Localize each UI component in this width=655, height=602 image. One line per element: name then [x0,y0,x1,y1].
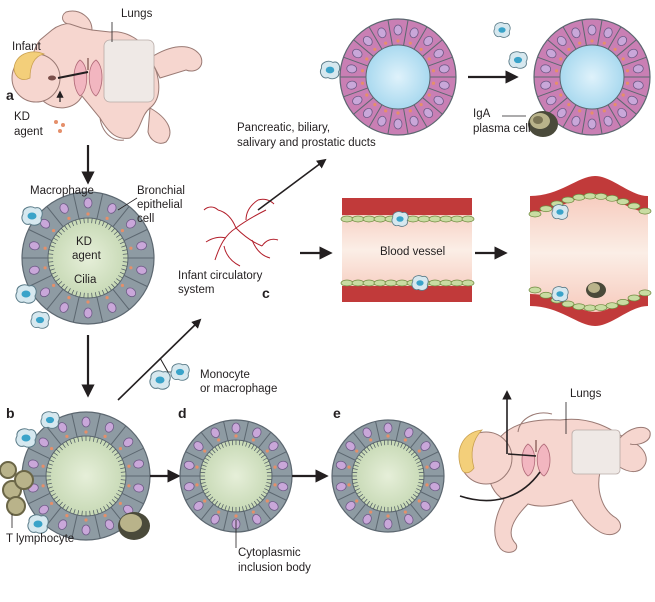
panel-b-label: b [6,405,15,421]
macrophage-cell [30,311,50,329]
macrophage-cell [411,275,429,291]
bronchiole-b-cross-section [15,411,151,541]
circ-label-line2: system [178,284,214,296]
bronchial-label-line1: Bronchial [137,185,185,197]
macrophage-cell [21,206,43,226]
bronchial-label-line3: cell [137,213,154,225]
macrophage-cell [493,22,511,38]
bronchiole-e-cross-section [331,419,445,533]
lungs-top-label: Lungs [121,8,153,20]
ducts-label-line2: salivary and prostatic ducts [237,137,376,149]
t-lymphocyte-cluster [0,461,34,516]
bronchiole-cross-section [15,191,155,329]
center-kd-label-line2: agent [72,250,102,262]
infant-bottom [458,390,651,553]
duct-cross-section-1 [320,18,457,136]
circulatory-tree-icon [203,198,279,267]
macrophage-cell [391,211,409,227]
blood-vessel-1 [340,198,475,302]
macrophage-cell [170,363,190,381]
kd-agent-label-line2: agent [14,126,44,138]
blood-vessel-label: Blood vessel [380,246,445,258]
infant-label: Infant [12,41,42,53]
panel-c-label: c [262,285,270,301]
macrophage-label: Macrophage [30,185,94,197]
macrophage-cell [551,286,569,302]
macrophage-cell [15,284,37,304]
bronchial-leader [117,197,138,211]
panel-d-label: d [178,405,187,421]
macrophage-cell [27,514,49,534]
macrophage-cell [320,60,341,80]
ducts-label-line1: Pancreatic, biliary, [237,122,330,134]
lungs-bottom-label: Lungs [570,388,602,400]
macrophage-cell [15,428,37,448]
center-kd-label-line1: KD [76,236,92,248]
iga-label-line2: plasma cell [473,123,531,135]
arrow-to-ducts [257,158,327,211]
t-lymphocyte-label: T lymphocyte [6,533,74,545]
panel-a-label: a [6,87,14,103]
duct-cross-section-2 [493,18,651,136]
monocyte-label-line1: Monocyte [200,369,250,381]
monocyte-label-line2: or macrophage [200,383,277,395]
kd-agent-label-line1: KD [14,111,30,123]
monocyte-leader [159,357,169,373]
blood-vessel-2-aneurysm [528,176,652,326]
macrophage-cell [40,411,60,429]
cilia-label: Cilia [74,274,97,286]
plasma-cell-b [118,512,150,540]
bronchial-label-line2: epithelial [137,199,182,211]
infant-top [11,10,203,144]
panel-e-label: e [333,405,341,421]
cib-label-line2: inclusion body [238,562,311,574]
macrophage-cell [508,51,528,69]
circ-label-line1: Infant circulatory [178,270,263,282]
macrophage-cell [149,370,171,390]
bronchiole-d-cross-section [179,419,293,533]
iga-label-line1: IgA [473,108,491,120]
macrophage-cell [551,204,569,220]
cib-label-line1: Cytoplasmic [238,547,301,559]
arrow-to-circulation [117,318,202,401]
iga-plasma-cell [528,111,558,137]
